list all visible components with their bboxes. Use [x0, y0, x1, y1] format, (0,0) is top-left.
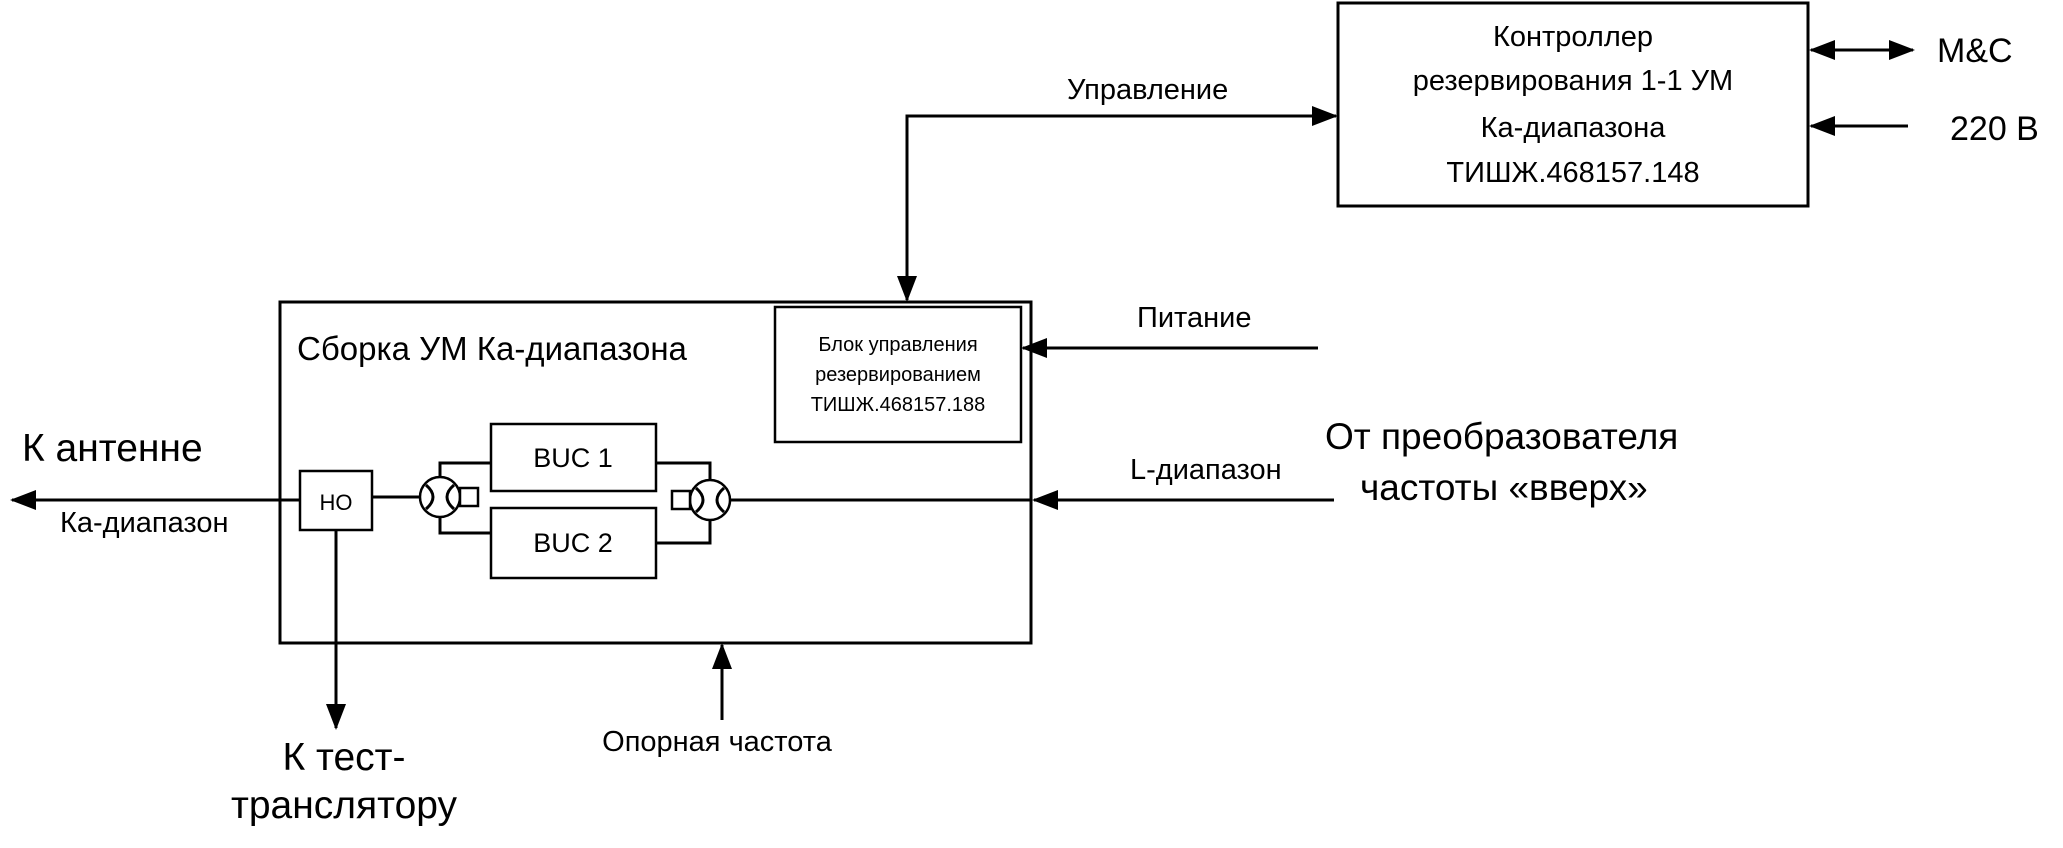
coupler-label: НО	[320, 490, 353, 515]
control-arrow	[897, 106, 1338, 302]
controller-box	[1336, 1, 1810, 208]
assembly-title: Сборка УМ Ка-диапазона	[297, 330, 688, 367]
left-switch-to-buc2	[438, 517, 491, 535]
redundancy-control-block	[773, 305, 1023, 444]
v220-label: 220 В	[1950, 110, 2039, 148]
buc2-block	[489, 506, 658, 580]
right-switch-actuator	[670, 489, 692, 511]
left-switch-icon	[418, 475, 462, 519]
from-converter-line1: От преобразователя	[1325, 416, 1678, 457]
from-converter-line2: частоты «вверх»	[1360, 467, 1648, 508]
right-switch-icon	[688, 478, 732, 522]
mc-label: M&C	[1937, 32, 2013, 70]
l-band-label: L-диапазон	[1130, 454, 1282, 486]
to-test-line1: К тест-	[282, 736, 405, 779]
redundancy-line2: резервированием	[815, 364, 981, 386]
left-switch-to-buc1	[438, 461, 491, 477]
redundancy-line3: ТИШЖ.468157.188	[811, 394, 986, 416]
redundancy-line1: Блок управления	[818, 334, 977, 356]
buc1-block	[489, 422, 658, 493]
to-antenna-label: К антенне	[22, 427, 203, 470]
controller-line4: ТИШЖ.468157.148	[1446, 157, 1699, 189]
buc2-to-right-switch	[656, 520, 712, 545]
controller-line1: Контроллер	[1493, 21, 1653, 53]
controller-line3: Ка-диапазона	[1481, 112, 1667, 144]
left-switch-actuator	[458, 486, 480, 508]
buc1-label: BUC 1	[533, 443, 613, 473]
buc1-to-right-switch	[656, 461, 712, 480]
controller-line2: резервирования 1-1 УМ	[1413, 65, 1733, 97]
coupler-block	[298, 469, 374, 532]
ka-band-label: Ка-диапазон	[60, 507, 229, 539]
control-label: Управление	[1067, 74, 1228, 106]
to-test-line2: транслятору	[231, 784, 458, 827]
power-label: Питание	[1137, 302, 1251, 334]
buc2-label: BUC 2	[533, 528, 613, 558]
reference-freq-label: Опорная частота	[602, 726, 833, 758]
